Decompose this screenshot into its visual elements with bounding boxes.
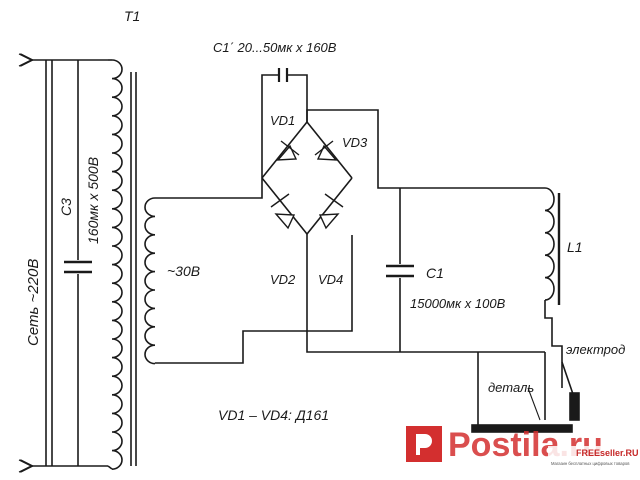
diode-vd3-icon [314, 140, 338, 161]
label-workpiece: деталь [488, 380, 534, 395]
inductor-l1 [544, 187, 563, 388]
watermark-small-caption: Магазин бесплатных цифровых товаров [551, 461, 630, 466]
diode-bridge [261, 109, 545, 353]
label-vd4: VD4 [318, 272, 343, 287]
watermark-small-brand: FREEseller.RU [576, 448, 639, 458]
capacitor-c3 [64, 60, 92, 466]
diode-vd2-icon [270, 193, 296, 230]
label-vd1: VD1 [270, 113, 295, 128]
diode-vd4-icon [318, 193, 344, 230]
watermark-freeseller: FREEseller.RU Магазин бесплатных цифровы… [548, 446, 639, 468]
label-secondary-voltage: ~30В [167, 263, 200, 279]
transformer-primary-winding [107, 59, 123, 470]
label-c3-value: 160мк x 500В [85, 157, 101, 244]
watermark-postila: Postila.ru [406, 426, 603, 464]
electrode-workpiece [471, 352, 580, 433]
transformer-secondary-winding [144, 178, 353, 365]
transformer-core [130, 72, 137, 466]
diode-vd1-icon [276, 140, 300, 161]
label-t1: T1 [124, 8, 140, 24]
label-vd2: VD2 [270, 272, 296, 287]
capacitor-c1 [386, 188, 414, 352]
label-c1-value: 15000мк x 100В [410, 296, 506, 311]
label-l1: L1 [567, 239, 583, 255]
label-electrode: электрод [566, 342, 625, 357]
label-mains: Сеть ~220В [25, 259, 42, 346]
mains-input-lines [32, 60, 108, 466]
capacitor-c1-prime [261, 68, 308, 178]
label-vd3: VD3 [342, 135, 368, 150]
label-c1-name: C1 [426, 265, 444, 281]
label-c3-name: C3 [58, 198, 74, 216]
label-diodes-note: VD1 – VD4: Д161 [218, 407, 329, 423]
label-c1-prime: C1΄ 20...50мк x 160В [213, 40, 337, 55]
